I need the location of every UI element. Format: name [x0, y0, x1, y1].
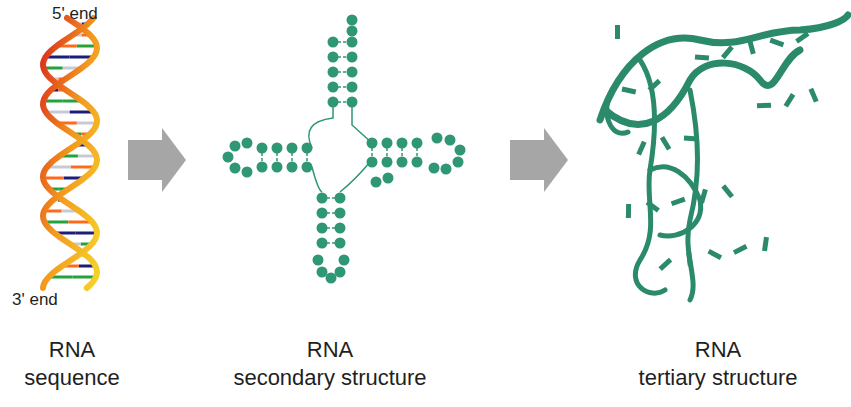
nucleotide: [383, 173, 394, 184]
nucleotide: [455, 145, 466, 156]
nucleotide: [371, 177, 382, 188]
end-label: 5' end: [52, 4, 98, 24]
nucleotide: [328, 37, 339, 48]
nucleotide: [230, 141, 241, 152]
nucleotide: [257, 162, 268, 173]
nucleotide: [272, 162, 283, 173]
base-slab: [686, 252, 693, 267]
base-pair: [76, 232, 97, 235]
nucleotide: [335, 208, 346, 219]
base-slab: [699, 189, 708, 204]
nucleotide: [328, 82, 339, 93]
nucleotide: [347, 82, 358, 93]
ribbon: [650, 167, 701, 236]
end-label: 3' end: [12, 290, 58, 310]
nucleotide: [302, 162, 313, 173]
base-slab: [769, 38, 784, 47]
nucleotide: [230, 163, 241, 174]
nucleotide: [317, 238, 328, 249]
nucleotide: [347, 26, 358, 37]
nucleotide: [441, 164, 452, 175]
rna-helix: [43, 18, 97, 288]
base-slab: [733, 244, 748, 255]
nucleotide: [412, 138, 423, 149]
nucleotide: [335, 223, 346, 234]
nucleotide: [397, 157, 408, 168]
base-slab: [721, 184, 734, 198]
nucleotide: [347, 15, 358, 26]
nucleotide: [453, 157, 464, 168]
nucleotide: [347, 52, 358, 63]
base-slab: [646, 200, 660, 212]
nucleotide: [317, 193, 328, 204]
stage-caption: RNAsequence: [24, 336, 119, 392]
nucleotide: [347, 97, 358, 108]
process-arrow: [128, 128, 186, 192]
stage-caption: RNAtertiary structure: [639, 336, 798, 392]
nucleotide: [347, 67, 358, 78]
base-slab: [795, 31, 809, 43]
nucleotide: [287, 143, 298, 154]
nucleotide: [313, 255, 324, 266]
base-slab: [648, 79, 662, 92]
base-slab: [784, 93, 796, 108]
base-slab: [671, 197, 686, 206]
base-slab: [721, 45, 734, 59]
base-slab: [615, 25, 620, 39]
backbone: [43, 18, 97, 288]
nucleotide: [412, 157, 423, 168]
nucleotide: [367, 157, 378, 168]
base-slab: [707, 249, 722, 260]
ribbon: [605, 50, 800, 124]
nucleotide: [335, 193, 346, 204]
base-slab: [695, 54, 709, 60]
base-slab: [747, 40, 755, 55]
nucleotide: [272, 143, 283, 154]
nucleotide: [367, 138, 378, 149]
nucleotide: [317, 208, 328, 219]
ribbon: [600, 15, 848, 120]
nucleotide: [242, 167, 253, 178]
base-slab: [658, 258, 672, 271]
nucleotide: [317, 267, 328, 278]
nucleotide: [328, 67, 339, 78]
tertiary-structure: [600, 15, 848, 300]
nucleotide: [317, 223, 328, 234]
ribbon: [607, 90, 628, 133]
nucleotide: [326, 273, 337, 284]
nucleotide: [257, 143, 268, 154]
base-slab: [809, 88, 819, 103]
nucleotide: [382, 138, 393, 149]
nucleotide: [328, 52, 339, 63]
base-slab: [660, 136, 671, 151]
base-slab: [636, 141, 646, 156]
stage-caption: RNAsecondary structure: [233, 336, 426, 392]
nucleotide: [382, 157, 393, 168]
process-arrow: [510, 128, 568, 192]
nucleotide: [302, 143, 313, 154]
nucleotide: [445, 135, 456, 146]
nucleotide: [432, 133, 443, 144]
ribbon: [635, 60, 665, 293]
base-slab: [622, 87, 637, 95]
nucleotide: [328, 97, 339, 108]
nucleotide: [397, 138, 408, 149]
backbone: [43, 18, 97, 288]
base-slab: [762, 237, 769, 252]
backbone: [309, 105, 372, 192]
nucleotide: [339, 255, 350, 266]
nucleotide: [335, 267, 346, 278]
base-slab: [684, 136, 698, 142]
secondary-structure: [223, 15, 466, 284]
nucleotide: [242, 138, 253, 149]
nucleotide: [223, 152, 234, 163]
nucleotide: [335, 238, 346, 249]
nucleotide: [287, 162, 298, 173]
base-slab: [757, 103, 771, 109]
nucleotide: [429, 163, 440, 174]
nucleotide: [347, 37, 358, 48]
base-slab: [626, 204, 631, 218]
